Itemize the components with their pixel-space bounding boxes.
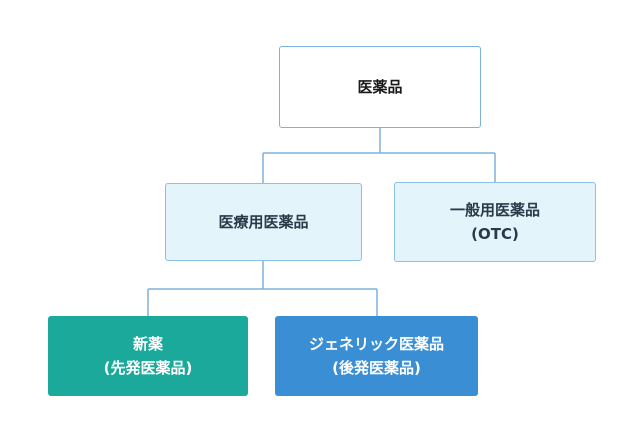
node-otc-drugs-label: 一般用医薬品 xyxy=(449,201,540,219)
node-prescription-drugs: 医療用医薬品 xyxy=(165,183,362,261)
node-generic-drugs: ジェネリック医薬品 (後発医薬品) xyxy=(275,316,478,396)
node-new-drugs-sublabel: (先発医薬品) xyxy=(103,359,193,377)
node-generic-drugs-label: ジェネリック医薬品 xyxy=(308,335,444,353)
node-otc-drugs-sublabel: (OTC) xyxy=(471,225,519,243)
node-otc-drugs: 一般用医薬品 (OTC) xyxy=(394,182,596,262)
node-pharmaceuticals-label: 医薬品 xyxy=(357,78,403,96)
node-prescription-drugs-label: 医療用医薬品 xyxy=(218,213,309,231)
node-new-drugs: 新薬 (先発医薬品) xyxy=(48,316,248,396)
node-generic-drugs-sublabel: (後発医薬品) xyxy=(332,359,421,377)
node-new-drugs-label: 新薬 xyxy=(132,335,163,353)
node-pharmaceuticals: 医薬品 xyxy=(279,46,481,128)
